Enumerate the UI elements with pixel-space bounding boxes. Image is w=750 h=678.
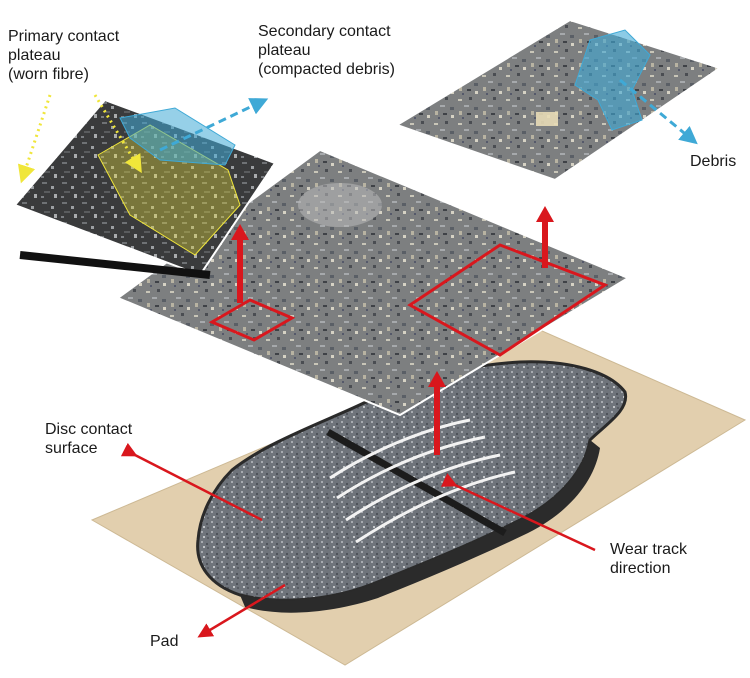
wear-track-line bbox=[345, 453, 501, 522]
secondary-plateau-label-line1: Secondary contact bbox=[258, 23, 391, 40]
secondary-plateau-pointer bbox=[159, 98, 269, 152]
secondary-plateau-label: Secondary contact plateau (compacted deb… bbox=[258, 22, 395, 79]
wear-track-line bbox=[355, 470, 516, 544]
debris-label-text: Debris bbox=[690, 153, 737, 170]
disc-contact-pointer bbox=[120, 442, 263, 522]
primary-plateau-box bbox=[208, 298, 296, 342]
wear-track-label-line1: Wear track bbox=[610, 541, 688, 558]
disc-contact-label: Disc contact surface bbox=[45, 420, 132, 458]
surface-micrograph bbox=[115, 148, 631, 417]
primary-plateau-label-line1: Primary contact bbox=[8, 28, 120, 45]
disc-contact-label-line2: surface bbox=[45, 440, 98, 457]
pad-label: Pad bbox=[150, 632, 178, 651]
wear-track-label: Wear track direction bbox=[610, 540, 687, 578]
debris-micrograph bbox=[394, 18, 723, 182]
pad-label-text: Pad bbox=[150, 633, 179, 650]
wear-track-pointer bbox=[440, 473, 596, 552]
primary-plateau-label: Primary contact plateau (worn fibre) bbox=[8, 27, 119, 84]
debris-label: Debris bbox=[690, 152, 736, 171]
primary-plateau-pointer bbox=[93, 94, 142, 174]
disc-contact-label-line1: Disc contact bbox=[45, 421, 133, 438]
wear-track-line bbox=[336, 435, 486, 500]
wear-track-label-line2: direction bbox=[610, 560, 671, 577]
debris-pointer bbox=[619, 78, 698, 145]
secondary-plateau-label-line2: plateau bbox=[258, 42, 311, 59]
primary-plateau-label-line2: plateau bbox=[8, 47, 61, 64]
wear-track-line bbox=[329, 418, 471, 480]
compacted-debris-region-sem bbox=[119, 107, 236, 166]
primary-plateau-label-line3: (worn fibre) bbox=[8, 66, 89, 83]
pad-pointer bbox=[197, 583, 286, 638]
secondary-plateau-box bbox=[407, 243, 609, 357]
secondary-plateau-label-line3: (compacted debris) bbox=[258, 61, 395, 78]
debris-region bbox=[574, 29, 651, 131]
primary-plateau-pointer bbox=[17, 94, 52, 184]
